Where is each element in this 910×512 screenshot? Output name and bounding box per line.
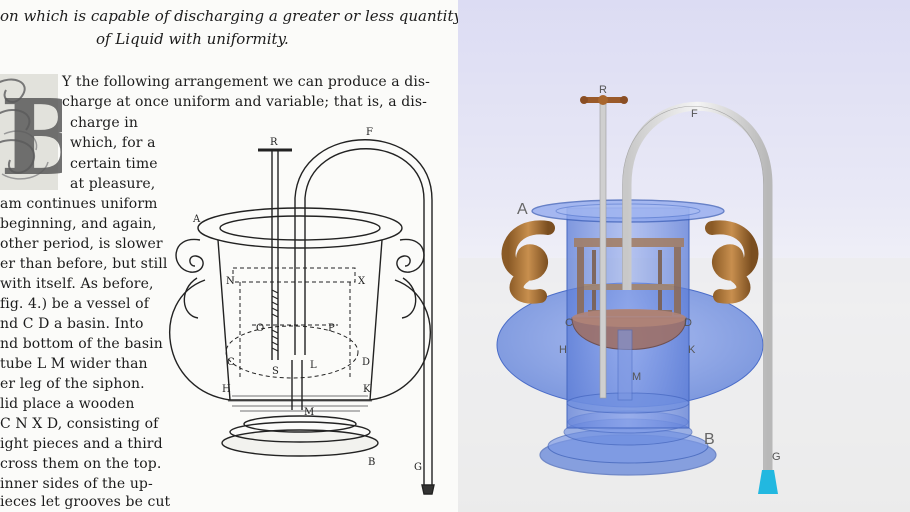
text-line: nd bottom of the basin xyxy=(0,336,163,352)
screw-rod[interactable] xyxy=(580,95,628,399)
model-label-c: C xyxy=(565,317,573,329)
figure-label-o: O xyxy=(256,323,264,334)
text-line: certain time xyxy=(70,156,158,172)
text-line: fig. 4.) be a vessel of xyxy=(0,296,149,312)
text-line: ight pieces and a third xyxy=(0,436,163,452)
figure-label-l: L xyxy=(310,360,317,371)
text-line: charge in xyxy=(70,115,138,131)
figure-labels: R F A N X O P C D S L H K M B G xyxy=(192,127,422,473)
text-line: at pleasure, xyxy=(70,176,156,192)
model-label-h: H xyxy=(559,344,567,356)
model-label-a: A xyxy=(517,201,528,218)
figure-label-b: B xyxy=(368,457,375,468)
text-line: Y the following arrangement we can produ… xyxy=(62,74,431,90)
text-line: with itself. As before, xyxy=(0,276,154,292)
text-line: other period, is slower xyxy=(0,236,163,252)
vessel-handle-right[interactable] xyxy=(705,220,759,304)
model-label-r: R xyxy=(599,84,607,96)
section-heading-line-1: on which is capable of discharging a gre… xyxy=(0,7,458,25)
engraved-figure: R F A N X O P C D S L H K M B G xyxy=(169,127,435,495)
text-line: beginning, and again, xyxy=(0,216,157,232)
model-label-f: F xyxy=(691,108,698,120)
figure-label-n: N xyxy=(226,276,235,287)
text-line: lid place a wooden xyxy=(0,396,135,412)
siphon-outlet-tip[interactable] xyxy=(758,470,778,494)
figure-label-f: F xyxy=(366,127,373,138)
text-line: cross them on the top. xyxy=(0,456,162,472)
model-label-m: M xyxy=(632,371,641,383)
book-page-panel: on which is capable of discharging a gre… xyxy=(0,7,458,510)
text-line: C N X D, consisting of xyxy=(0,416,159,432)
figure-label-m: M xyxy=(304,407,314,418)
model-label-b: B xyxy=(704,431,715,448)
drop-cap-letter: B xyxy=(0,76,62,192)
model-label-k: K xyxy=(688,344,696,356)
vessel-handle-left[interactable] xyxy=(501,220,555,304)
drop-cap-ornament: B xyxy=(0,74,62,192)
text-line: er leg of the siphon. xyxy=(0,376,145,392)
model-label-g: G xyxy=(772,451,781,463)
figure-label-c: C xyxy=(227,357,235,368)
text-line: which, for a xyxy=(70,135,156,151)
figure-label-s: S xyxy=(272,366,279,377)
figure-label-a: A xyxy=(192,214,201,225)
text-line: inner sides of the up- xyxy=(0,476,153,492)
text-line: nd C D a basin. Into xyxy=(0,316,144,332)
figure-label-r: R xyxy=(270,137,278,148)
text-line: ieces let grooves be cut xyxy=(0,494,171,510)
text-line: er than before, but still xyxy=(0,256,168,272)
text-line: am continues uniform xyxy=(0,196,158,212)
figure-label-d: D xyxy=(362,357,370,368)
section-heading-line-2: of Liquid with uniformity. xyxy=(96,30,289,48)
model-view-panel[interactable]: R F A C D H K M B G xyxy=(458,0,910,512)
figure-label-g: G xyxy=(414,462,422,473)
figure-label-x: X xyxy=(358,276,366,287)
figure-label-p: P xyxy=(328,323,335,334)
figure-label-h: H xyxy=(222,384,231,395)
drop-cap: B xyxy=(0,74,62,192)
text-line: charge at once uniform and variable; tha… xyxy=(62,94,427,110)
tube-lm[interactable] xyxy=(617,329,633,401)
text-line: tube L M wider than xyxy=(0,356,148,372)
vessel-3d-model[interactable]: R F A C D H K M B G xyxy=(458,0,910,512)
figure-label-k: K xyxy=(363,384,371,395)
model-labels: R F A C D H K M B G xyxy=(517,84,781,463)
model-label-d: D xyxy=(684,317,692,329)
